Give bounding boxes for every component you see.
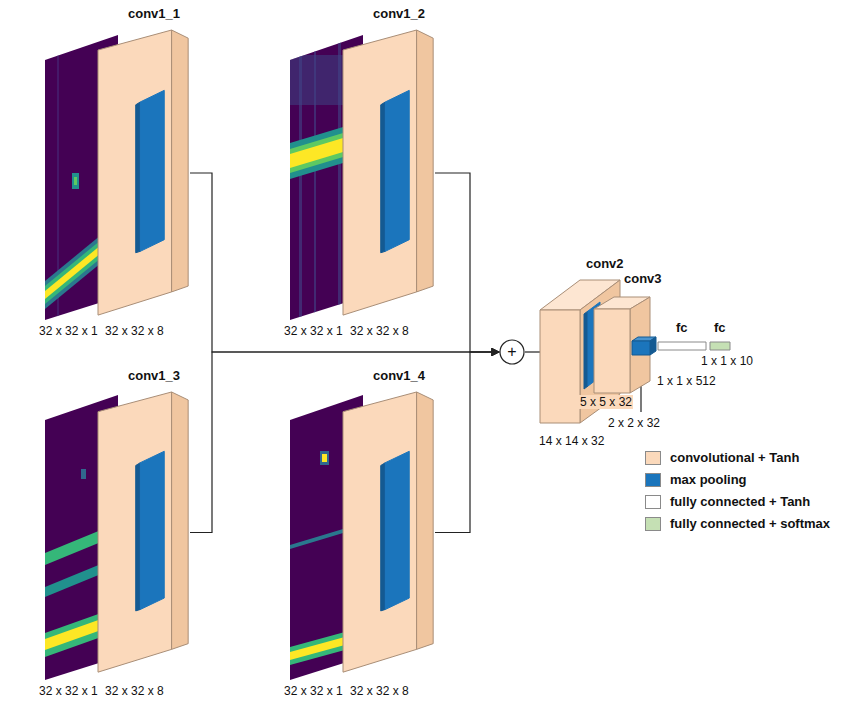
layer-name: conv3 — [624, 271, 662, 286]
dimension-label: 32 x 32 x 1 — [38, 684, 99, 698]
layer-shape — [658, 342, 706, 350]
conv-side — [630, 297, 650, 393]
dimension-label: 1 x 1 x 10 — [700, 354, 754, 368]
dimension-label: 32 x 32 x 1 — [38, 324, 99, 338]
pool-side — [381, 102, 386, 253]
layer-shape — [98, 390, 190, 675]
art-part — [299, 35, 302, 320]
layer-shape — [98, 28, 190, 318]
conv-layer: conv3 — [594, 295, 658, 395]
layer-name: fc — [676, 320, 688, 335]
dimension-label: 32 x 32 x 1 — [283, 684, 344, 698]
dimension-label: 32 x 32 x 8 — [104, 324, 165, 338]
sum-node: + — [499, 339, 525, 365]
legend-text: fully connected + softmax — [670, 516, 830, 531]
layer-shape — [343, 390, 435, 675]
art-part — [72, 173, 79, 189]
legend-text: convolutional + Tanh — [670, 450, 799, 465]
legend-row: fully connected + softmax — [645, 516, 830, 531]
art-part — [314, 35, 316, 320]
pool-side — [584, 311, 588, 389]
layer-name: conv1_1 — [128, 6, 180, 21]
legend-swatch — [645, 451, 661, 465]
layer-name: fc — [714, 320, 726, 335]
art-part — [320, 451, 329, 465]
conv-layer: conv1_4 — [343, 390, 435, 675]
pool-front — [140, 90, 164, 251]
pool-side — [136, 102, 141, 253]
fc-layer: fc — [710, 342, 730, 350]
legend-text: max pooling — [670, 472, 747, 487]
layer-shape — [710, 342, 730, 350]
conv-front — [343, 392, 417, 672]
art-part — [322, 454, 327, 462]
fc-bar — [710, 342, 730, 350]
dimension-label: 14 x 14 x 32 — [538, 434, 605, 448]
legend-swatch — [645, 473, 661, 487]
connector — [525, 351, 540, 352]
dimension-label: 32 x 32 x 8 — [104, 684, 165, 698]
dimension-label: 5 x 5 x 32 — [579, 395, 633, 409]
dimension-label: 32 x 32 x 1 — [283, 324, 344, 338]
layer-name: conv1_3 — [128, 368, 180, 383]
conv-front — [98, 392, 172, 672]
layer-name: conv1_2 — [373, 6, 425, 21]
dimension-label: 1 x 1 x 512 — [656, 374, 717, 388]
conv-layer: conv1_3 — [98, 390, 190, 675]
pool-side — [136, 463, 141, 611]
art-part — [74, 177, 77, 185]
conv-front — [343, 30, 417, 315]
pool-front — [140, 451, 164, 609]
legend-row: convolutional + Tanh — [645, 450, 799, 465]
layer-shape — [594, 295, 658, 395]
fc-layer: fc — [658, 342, 706, 350]
legend-swatch — [645, 495, 661, 509]
connector — [435, 352, 499, 533]
sum-circle — [500, 340, 524, 364]
layer-shape — [343, 28, 435, 318]
conv-side — [417, 30, 434, 292]
layer-name: conv1_4 — [373, 368, 425, 383]
pool-side — [381, 463, 386, 611]
conv-front — [594, 309, 630, 393]
conv-side — [172, 392, 189, 649]
conv-side — [417, 392, 434, 649]
pool-front — [632, 341, 650, 355]
conv-front — [540, 310, 580, 423]
dimension-label: 2 x 2 x 32 — [607, 416, 661, 430]
legend-swatch — [645, 517, 661, 531]
legend-row: max pooling — [645, 472, 747, 487]
conv-layer: conv1_1 — [98, 28, 190, 318]
art-part — [338, 35, 341, 320]
layer-name: conv2 — [586, 256, 624, 271]
legend-text: fully connected + Tanh — [670, 494, 810, 509]
art-part — [81, 469, 86, 479]
legend-row: fully connected + Tanh — [645, 494, 810, 509]
connector — [435, 173, 499, 352]
pool-front — [385, 90, 409, 251]
sum-symbol: + — [499, 339, 525, 365]
fc-bar — [658, 342, 706, 350]
conv-layer: conv1_2 — [343, 28, 435, 318]
dimension-label: 32 x 32 x 8 — [349, 684, 410, 698]
pool-front — [385, 451, 409, 609]
pool-side — [650, 337, 656, 355]
dimension-label: 32 x 32 x 8 — [349, 324, 410, 338]
conv-front — [98, 30, 172, 315]
conv-side — [172, 30, 189, 292]
